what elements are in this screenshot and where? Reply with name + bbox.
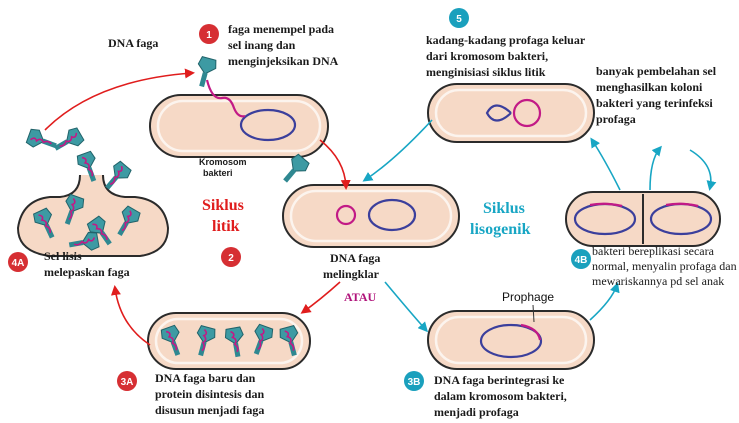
label-step3a: DNA faga baru dan protein disintesis dan… (155, 371, 264, 417)
svg-text:melingklar: melingklar (323, 267, 380, 281)
svg-text:DNA faga berintegrasi ke: DNA faga berintegrasi ke (434, 373, 565, 387)
svg-text:Kromosom: Kromosom (199, 157, 247, 167)
arrow-step2-to-step3b (384, 281, 428, 333)
arrow-step2-to-step3a (300, 281, 341, 314)
free-phage-icon (277, 152, 312, 188)
cell-step5 (427, 83, 595, 143)
chromosome-step3b (479, 323, 543, 359)
cell-step4b-dividing (565, 191, 721, 247)
svg-text:banyak pembelahan sel: banyak pembelahan sel (596, 64, 717, 78)
label-banyak: banyak pembelahan sel menghasilkan kolon… (596, 64, 717, 126)
svg-text:DNA faga baru dan: DNA faga baru dan (155, 371, 256, 385)
label-kromosom: Kromosom bakteri (199, 157, 247, 178)
free-phage-icon (49, 125, 86, 158)
label-prophage: Prophage (502, 290, 554, 304)
svg-text:menginjeksikan DNA: menginjeksikan DNA (228, 54, 339, 68)
free-phage-icon (24, 126, 60, 156)
svg-text:1: 1 (206, 30, 212, 41)
label-dna-faga: DNA faga (108, 36, 158, 50)
label-step3b: DNA faga berintegrasi ke dalam kromosom … (434, 373, 567, 419)
svg-text:sel inang dan: sel inang dan (228, 38, 296, 52)
svg-text:3A: 3A (121, 377, 134, 388)
svg-text:normal, menyalin profaga dan: normal, menyalin profaga dan (592, 259, 737, 273)
svg-text:3B: 3B (408, 377, 421, 388)
arrow-loop-down (689, 149, 717, 191)
arrow-step4a-to-step1 (44, 68, 195, 131)
chromosome-step2 (367, 198, 417, 232)
svg-text:2: 2 (228, 253, 234, 264)
svg-text:4B: 4B (575, 255, 588, 266)
svg-text:4A: 4A (12, 258, 25, 269)
chromosome-step5 (485, 104, 512, 122)
label-step1: faga menempel pada sel inang dan menginj… (228, 22, 339, 68)
arrow-step5-to-step2 (362, 119, 433, 182)
label-step5: kadang-kadang profaga keluar dari kromos… (426, 33, 586, 79)
badge-3a: 3A (117, 371, 137, 391)
svg-text:dalam kromosom bakteri,: dalam kromosom bakteri, (434, 389, 567, 403)
svg-text:melepaskan faga: melepaskan faga (44, 265, 130, 279)
cell-step2 (282, 184, 460, 248)
label-siklus-lisogenik: Siklus lisogenik (470, 200, 531, 238)
svg-text:bakteri yang terinfeksi: bakteri yang terinfeksi (596, 96, 713, 110)
svg-text:disusun menjadi faga: disusun menjadi faga (155, 403, 264, 417)
excised-prophage (512, 98, 542, 128)
svg-text:menginisiasi siklus litik: menginisiasi siklus litik (426, 65, 546, 79)
svg-text:kadang-kadang profaga keluar: kadang-kadang profaga keluar (426, 33, 586, 47)
badge-1: 1 (199, 24, 219, 44)
chromosome-step1 (239, 108, 297, 142)
svg-text:Siklus: Siklus (202, 197, 244, 214)
cell-step3a (147, 312, 311, 370)
svg-text:DNA faga: DNA faga (330, 251, 380, 265)
arrow-loop-up (649, 145, 662, 191)
svg-text:menjadi profaga: menjadi profaga (434, 405, 519, 419)
svg-text:dari kromosom bakteri,: dari kromosom bakteri, (426, 49, 548, 63)
label-siklus-litik: Siklus litik (202, 197, 244, 235)
svg-text:bakteri bereplikasi secara: bakteri bereplikasi secara (592, 244, 715, 258)
badge-4a: 4A (8, 252, 28, 272)
arrow-step1-to-step2 (319, 139, 351, 190)
circular-phage-dna (335, 204, 357, 226)
label-step4b: bakteri bereplikasi secara normal, menya… (592, 244, 737, 288)
svg-text:mewariskannya pd sel anak: mewariskannya pd sel anak (592, 274, 724, 288)
svg-text:menghasilkan koloni: menghasilkan koloni (596, 80, 703, 94)
label-step4a: Sel lisis melepaskan faga (44, 249, 130, 279)
integrated-prophage (520, 323, 542, 341)
badge-3b: 3B (404, 371, 424, 391)
svg-text:bakteri: bakteri (203, 168, 233, 178)
label-step2: DNA faga melingklar (323, 251, 380, 281)
svg-text:lisogenik: lisogenik (470, 221, 531, 238)
svg-text:Sel lisis: Sel lisis (44, 249, 82, 263)
arrow-step4b-to-step5 (590, 137, 621, 191)
badge-2: 2 (221, 247, 241, 267)
label-atau: ATAU (344, 290, 377, 304)
cell-step3b (427, 304, 595, 370)
svg-text:profaga: profaga (596, 112, 636, 126)
svg-text:faga menempel pada: faga menempel pada (228, 22, 334, 36)
svg-text:litik: litik (212, 218, 240, 235)
cell-step4a-lysed (16, 174, 170, 257)
svg-text:protein disintesis dan: protein disintesis dan (155, 387, 264, 401)
badge-4b: 4B (571, 249, 591, 269)
cell-step1 (149, 55, 329, 158)
svg-text:Siklus: Siklus (483, 200, 525, 217)
arrow-step3b-to-step4b (589, 282, 620, 321)
arrow-step3a-to-step4a (110, 285, 151, 346)
svg-text:5: 5 (456, 14, 462, 25)
phage-attached-icon (192, 55, 219, 90)
badge-5: 5 (449, 8, 469, 28)
injected-dna (205, 79, 246, 118)
